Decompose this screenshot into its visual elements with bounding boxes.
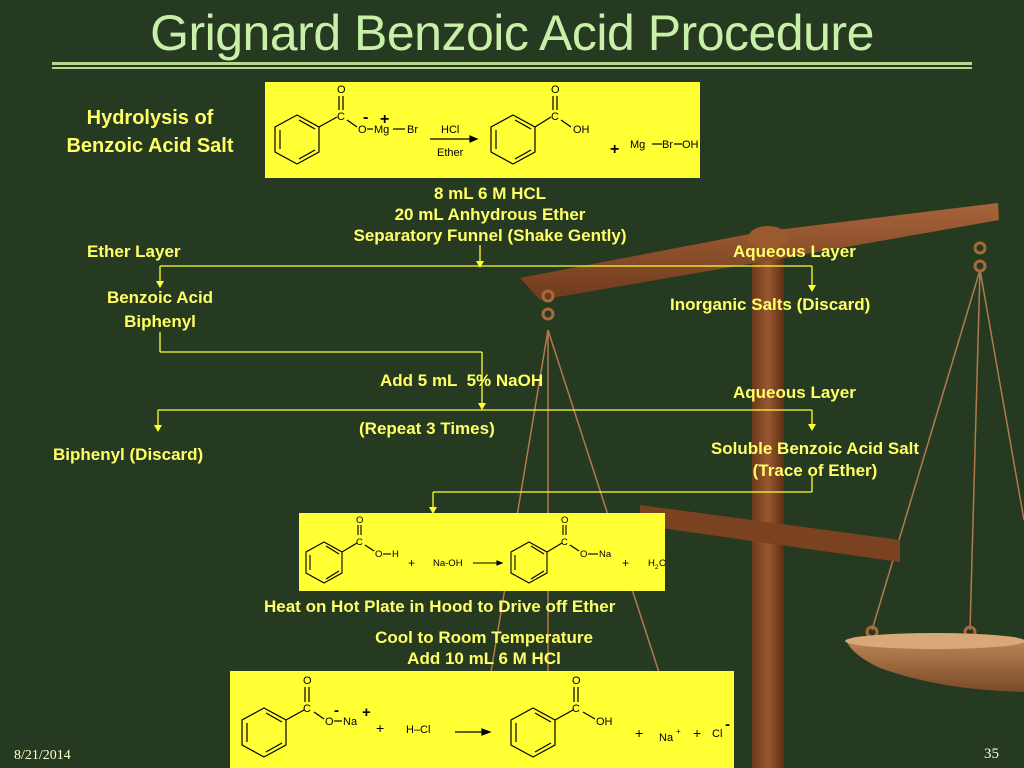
reaction3-box: O C O Na H–Cl O C OH Na + Cl - + - + + +: [230, 671, 734, 768]
heat-step: Heat on Hot Plate in Hood to Drive off E…: [264, 597, 616, 616]
slide-title: Grignard Benzoic Acid Procedure: [150, 5, 874, 61]
scale-beam: [520, 203, 999, 300]
scale-pivot: [748, 226, 788, 250]
svg-text:O: O: [358, 124, 367, 136]
svg-text:O: O: [580, 549, 587, 560]
ether-layer-label: Ether Layer: [87, 242, 181, 261]
hooks: [541, 241, 987, 639]
svg-text:O: O: [356, 515, 363, 526]
svg-text:Na: Na: [343, 716, 358, 728]
svg-text:HCl: HCl: [441, 124, 459, 136]
svg-text:Mg: Mg: [630, 139, 645, 151]
reaction3-scheme: O C O Na H–Cl O C OH Na + Cl - + - + + +: [241, 675, 730, 758]
section-label: Hydrolysis of Benzoic Acid Salt: [66, 107, 234, 157]
svg-text:Mg: Mg: [374, 124, 389, 136]
svg-text:O: O: [572, 675, 581, 687]
footer-date: 8/21/2014: [14, 748, 71, 763]
svg-text:C: C: [572, 703, 580, 715]
soluble-salt: Soluble Benzoic Acid Salt (Trace of Ethe…: [710, 439, 920, 480]
svg-text:C: C: [303, 703, 311, 715]
svg-text:H: H: [392, 549, 399, 560]
title-rule-thin: [52, 67, 972, 69]
biphenyl-discard: Biphenyl (Discard): [53, 445, 204, 464]
svg-text:+: +: [362, 704, 371, 721]
svg-text:O: O: [551, 84, 560, 96]
reaction2-box: O C O H Na-OH O C O Na H 2 O + +: [299, 513, 665, 591]
scale-post: [752, 230, 784, 768]
svg-text:+: +: [635, 725, 643, 741]
svg-text:O: O: [337, 84, 346, 96]
svg-text:+: +: [622, 556, 629, 570]
svg-text:Na: Na: [659, 732, 674, 744]
svg-text:-: -: [363, 109, 368, 126]
svg-text:+: +: [380, 111, 389, 128]
aqueous-layer-label-2: Aqueous Layer: [733, 383, 856, 402]
right-pan-strings: [871, 269, 1024, 631]
cool-step: Cool to Room Temperature Add 10 mL 6 M H…: [375, 628, 593, 668]
svg-text:H: H: [648, 558, 655, 569]
svg-text:C: C: [337, 111, 345, 123]
svg-text:+: +: [610, 141, 619, 158]
svg-text:O: O: [561, 515, 568, 526]
aqueous-layer-label-1: Aqueous Layer: [733, 242, 856, 261]
inorganic-salts: Inorganic Salts (Discard): [670, 295, 871, 314]
svg-text:2: 2: [655, 565, 659, 571]
svg-text:O: O: [659, 558, 665, 569]
scale-arm: [640, 505, 900, 562]
svg-text:OH: OH: [682, 139, 699, 151]
svg-text:+: +: [676, 727, 681, 736]
svg-text:+: +: [408, 556, 415, 570]
reaction1-scheme: O C O Mg Br HCl Ether O C OH Mg Br OH - …: [274, 84, 699, 165]
title-rule: [52, 62, 972, 65]
svg-text:C: C: [561, 537, 568, 548]
svg-text:C: C: [551, 111, 559, 123]
reagents-text: 8 mL 6 M HCL 20 mL Anhydrous Ether Separ…: [353, 184, 627, 245]
naoh-step: Add 5 mL 5% NaOH: [380, 371, 544, 390]
svg-text:H–Cl: H–Cl: [406, 724, 430, 736]
repeat-note: (Repeat 3 Times): [359, 419, 495, 438]
svg-text:C: C: [356, 537, 363, 548]
svg-text:O: O: [375, 549, 382, 560]
svg-text:Na: Na: [599, 549, 612, 560]
reaction1-box: O C O Mg Br HCl Ether O C OH Mg Br OH - …: [265, 82, 700, 178]
footer-page-number: 35: [984, 746, 999, 762]
right-pan: [846, 636, 1024, 692]
svg-text:OH: OH: [573, 124, 590, 136]
svg-text:Na-OH: Na-OH: [433, 558, 463, 569]
svg-text:+: +: [376, 720, 384, 736]
svg-text:-: -: [334, 702, 339, 719]
svg-text:Br: Br: [407, 124, 418, 136]
svg-text:O: O: [325, 716, 334, 728]
svg-text:Cl: Cl: [712, 728, 722, 740]
svg-text:+: +: [693, 725, 701, 741]
reaction2-scheme: O C O H Na-OH O C O Na H 2 O + +: [305, 515, 665, 584]
svg-text:OH: OH: [596, 716, 613, 728]
svg-text:Br: Br: [662, 139, 673, 151]
svg-text:-: -: [725, 716, 730, 733]
svg-text:O: O: [303, 675, 312, 687]
ether-contents: Benzoic Acid Biphenyl: [106, 288, 214, 331]
svg-text:Ether: Ether: [437, 147, 464, 159]
